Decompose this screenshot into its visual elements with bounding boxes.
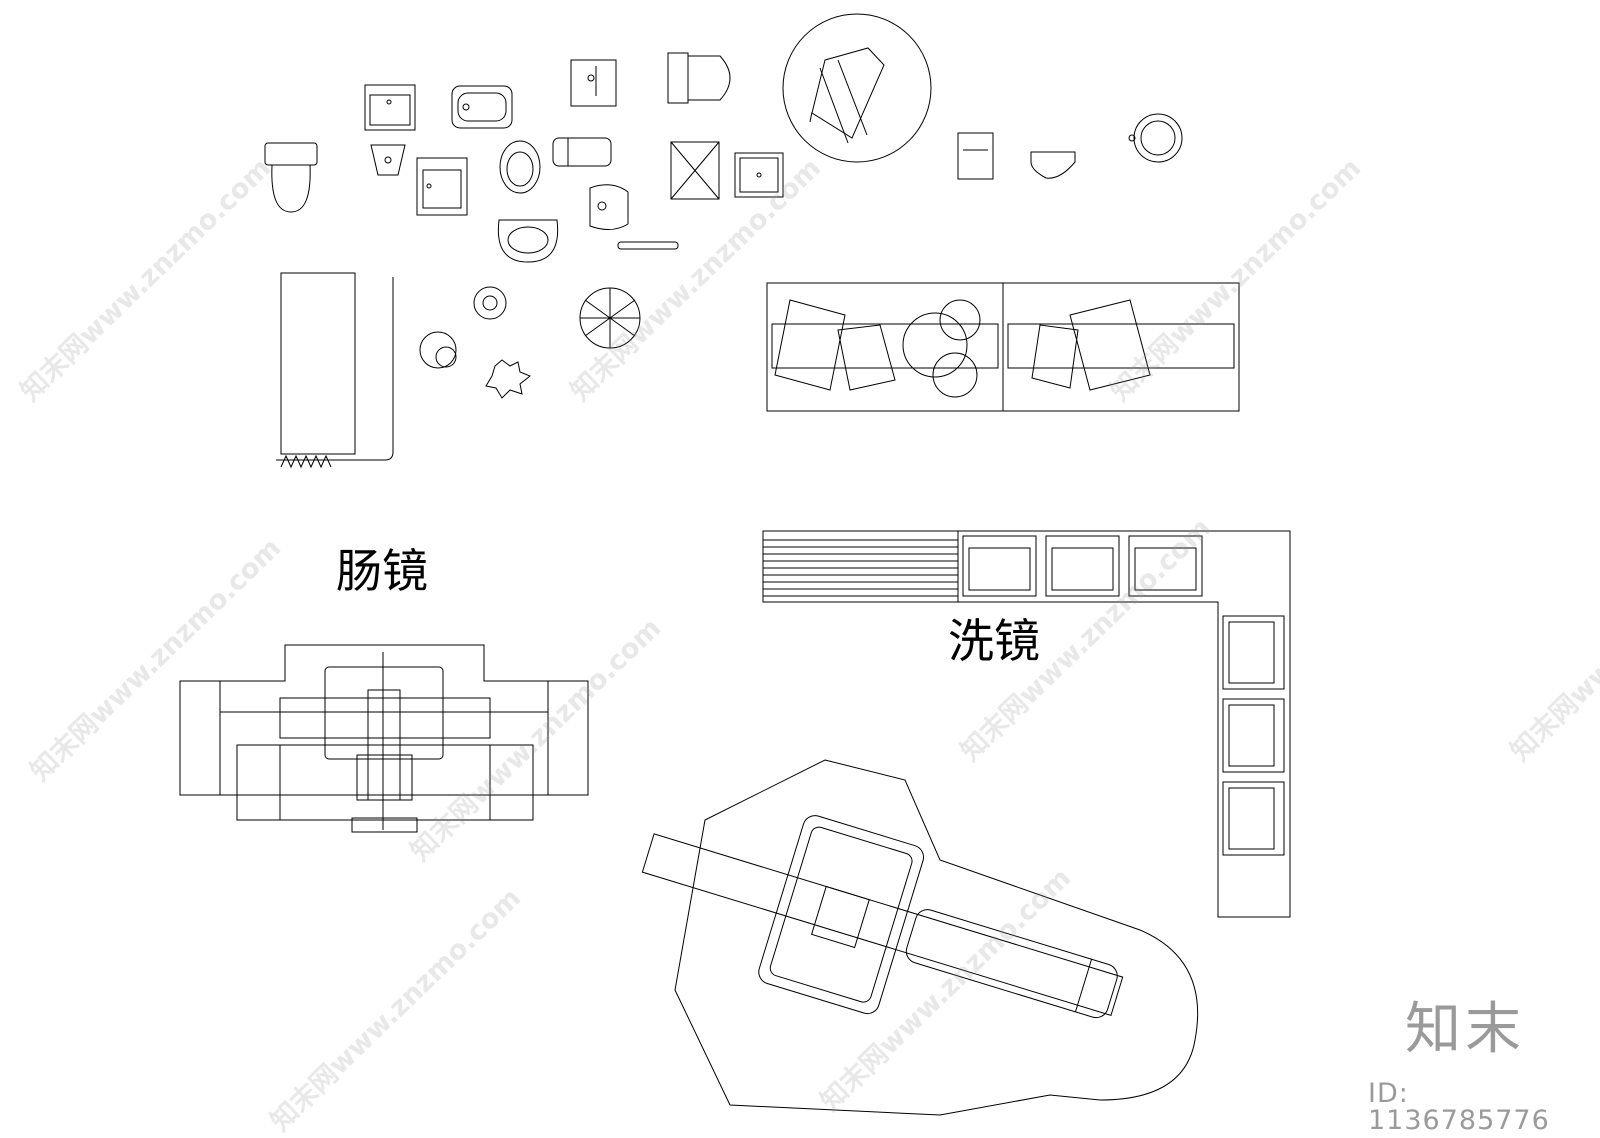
plant-icon xyxy=(419,286,641,399)
counter-slats xyxy=(763,531,959,602)
shower-tray-icon xyxy=(670,141,720,200)
colonoscope-station xyxy=(179,644,589,833)
bed-icon xyxy=(276,272,394,469)
washer-label: 洗镜 xyxy=(948,614,1040,668)
asset-id: ID: 1136785776 xyxy=(1368,1078,1550,1136)
wall-hung-toilet-icon xyxy=(667,52,731,104)
washer-counter xyxy=(762,530,1291,918)
washbasin-icon xyxy=(1128,113,1183,163)
urinal-icon xyxy=(370,144,406,176)
shower-tray-icon xyxy=(734,152,784,198)
washbasin-icon xyxy=(1030,151,1076,179)
bathtub-icon xyxy=(552,137,612,167)
washer-machine xyxy=(641,759,1199,1116)
brand-logo: 知末 xyxy=(1405,997,1525,1062)
sink-icon xyxy=(364,84,416,131)
wheelchair-icon xyxy=(782,13,932,163)
sink-icon xyxy=(570,59,617,107)
washbasin-icon xyxy=(499,140,541,194)
sink-icon xyxy=(957,132,994,180)
grab-bar-icon xyxy=(617,241,679,250)
desk-unit xyxy=(766,282,1240,412)
toilet-icon xyxy=(264,142,318,213)
squat-toilet-icon xyxy=(589,184,629,230)
washbasin-icon xyxy=(416,157,468,216)
colonoscope-label: 肠镜 xyxy=(336,544,428,598)
bathtub-icon xyxy=(451,85,513,129)
washbasin-icon xyxy=(497,219,559,263)
